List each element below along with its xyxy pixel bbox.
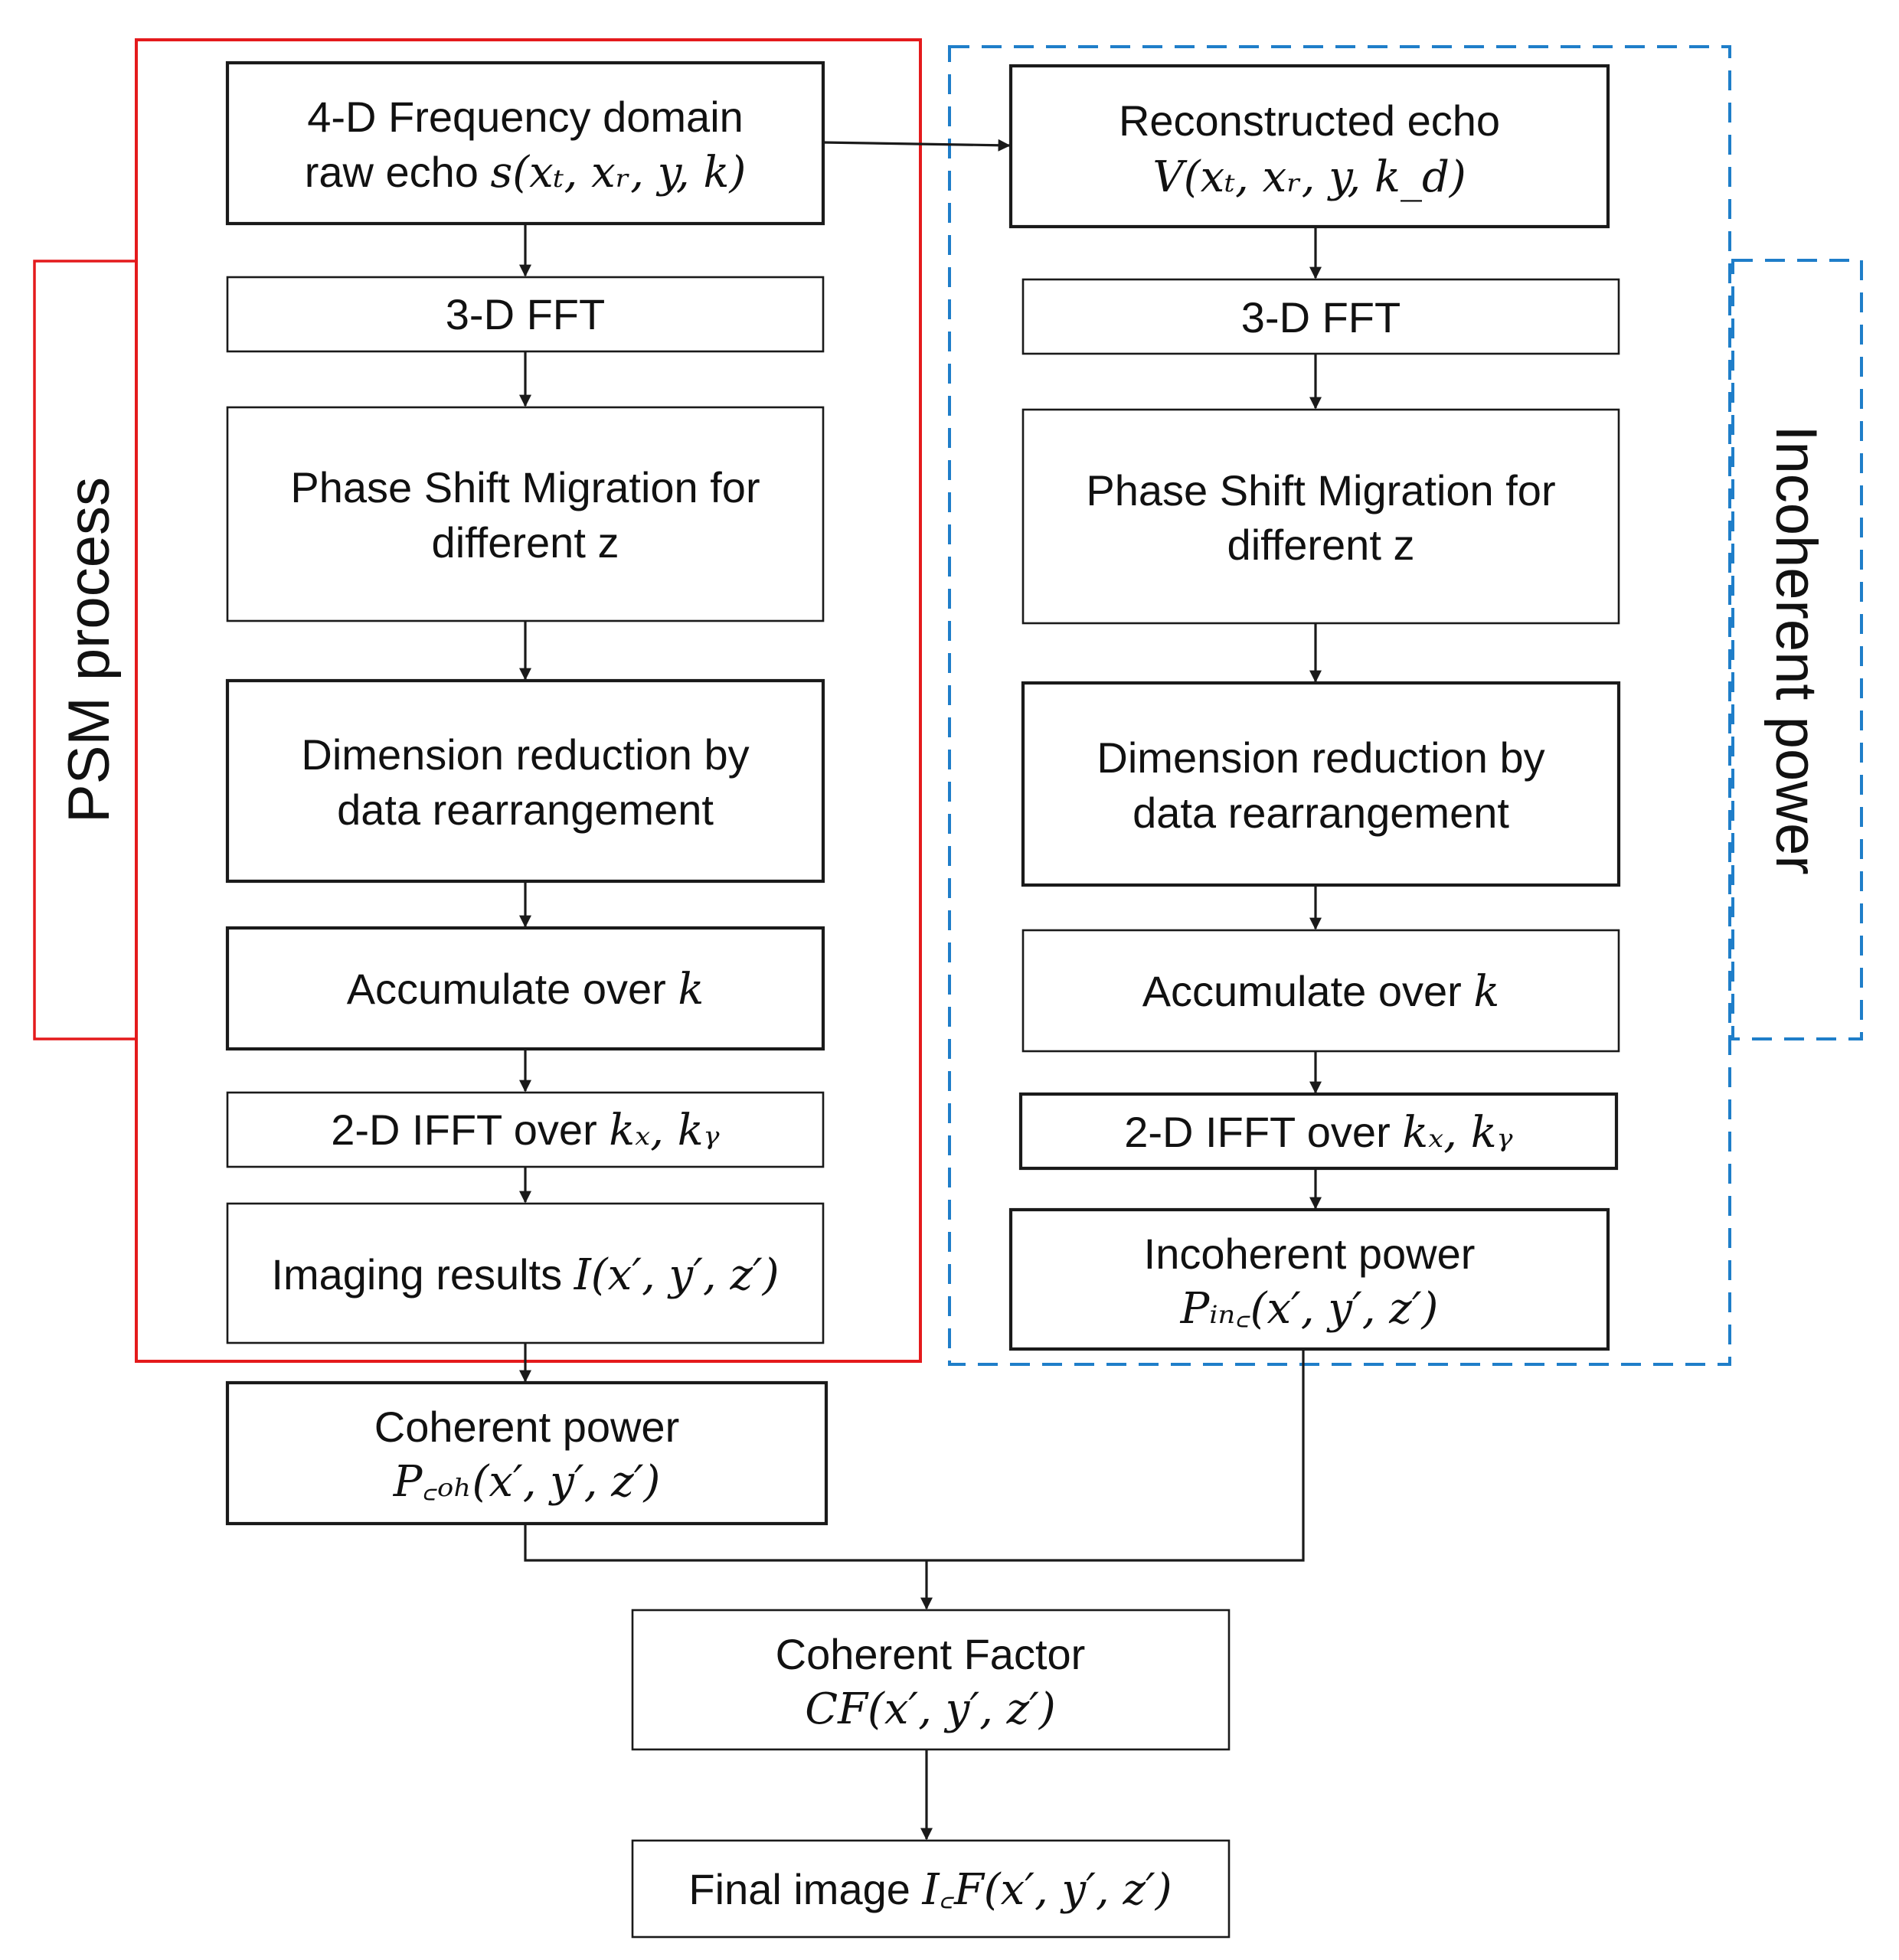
left-fft-label: 3-D FFT (446, 290, 605, 338)
right-reconstructed-math: V(xₜ, xᵣ, y, k_d) (1152, 152, 1466, 202)
svg-text:Accumulate over k: Accumulate over k (347, 965, 704, 1014)
left-imaging-node: Imaging results I(x′, y′, z′) (226, 1202, 825, 1344)
left-psm-line1: Phase Shift Migration for (290, 463, 760, 511)
right-ifft-text: 2-D IFFT over (1124, 1108, 1402, 1156)
right-ifft-math: kₓ, kᵧ (1402, 1108, 1512, 1158)
connector-coherent-power-to-merge (524, 1524, 927, 1562)
left-ifft-text: 2-D IFFT over (331, 1106, 609, 1154)
svg-text:Imaging results I(x′, y′, z′): Imaging results I(x′, y′, z′) (271, 1250, 779, 1300)
left-raw-echo-line2-text: raw echo (305, 148, 491, 196)
right-psm-line1: Phase Shift Migration for (1086, 466, 1555, 514)
right-ifft-node: 2-D IFFT over kₓ, kᵧ (1018, 1092, 1619, 1171)
incoherent-power-line1: Incoherent power (1144, 1230, 1476, 1278)
right-fft-node: 3-D FFT (1021, 278, 1620, 355)
left-dim-line2: data rearrangement (337, 786, 714, 834)
right-dim-node: Dimension reduction by data rearrangemen… (1021, 681, 1621, 887)
connector-incoherent-power-to-merge (927, 1349, 1305, 1562)
left-accumulate-text: Accumulate over (347, 965, 678, 1013)
right-psm-line2: different z (1227, 521, 1415, 569)
left-ifft-node: 2-D IFFT over kₓ, kᵧ (226, 1091, 825, 1168)
coherent-factor-node: Coherent Factor CF(x′, y′, z′) (631, 1609, 1231, 1751)
incoherent-power-node: Incoherent power Pᵢₙ꜀(x′, y′, z′) (1008, 1207, 1610, 1351)
left-dim-node: Dimension reduction by data rearrangemen… (225, 678, 825, 884)
right-reconstructed-node: Reconstructed echo V(xₜ, xᵣ, y, k_d) (1008, 64, 1610, 229)
coherent-power-line1: Coherent power (374, 1403, 679, 1451)
left-imaging-text: Imaging results (271, 1250, 574, 1298)
right-reconstructed-line1: Reconstructed echo (1119, 96, 1500, 145)
incoherent-power-bracket (1731, 259, 1863, 1040)
right-psm-node: Phase Shift Migration for different z (1021, 408, 1620, 625)
left-psm-node: Phase Shift Migration for different z (226, 406, 825, 622)
right-dim-line2: data rearrangement (1133, 789, 1509, 837)
right-accumulate-text: Accumulate over (1142, 967, 1474, 1015)
psm-process-bracket (33, 260, 138, 1040)
right-fft-label: 3-D FFT (1241, 293, 1401, 341)
final-image-math: I꜀F(x′, y′, z′) (921, 1865, 1172, 1915)
incoherent-power-math: Pᵢₙ꜀(x′, y′, z′) (1180, 1284, 1439, 1334)
psm-process-label: PSM process (57, 477, 122, 823)
svg-text:Final image I꜀F(x′, y′, z′): Final image I꜀F(x′, y′, z′) (688, 1865, 1172, 1915)
left-accumulate-math: k (678, 965, 704, 1014)
left-accumulate-node: Accumulate over k (225, 926, 825, 1051)
svg-text:raw echo s(xₜ, xᵣ, y, k): raw echo s(xₜ, xᵣ, y, k) (305, 148, 747, 198)
left-raw-echo-line1: 4-D Frequency domain (307, 93, 744, 141)
left-fft-node: 3-D FFT (226, 276, 825, 353)
right-accumulate-node: Accumulate over k (1021, 929, 1620, 1053)
right-accumulate-math: k (1473, 967, 1499, 1017)
left-ifft-math: kₓ, kᵧ (609, 1106, 719, 1155)
coherent-power-math: P꜀ₒₕ(x′, y′, z′) (393, 1457, 661, 1507)
svg-text:2-D IFFT over kₓ, kᵧ: 2-D IFFT over kₓ, kᵧ (1124, 1108, 1512, 1158)
svg-text:Accumulate over k: Accumulate over k (1142, 967, 1500, 1017)
coherent-factor-line1: Coherent Factor (776, 1630, 1086, 1678)
final-image-text: Final image (688, 1865, 922, 1913)
left-raw-echo-node: 4-D Frequency domain raw echo s(xₜ, xᵣ, … (225, 60, 825, 226)
incoherent-power-label: Incoherent power (1763, 425, 1829, 874)
svg-text:2-D IFFT over kₓ, kᵧ: 2-D IFFT over kₓ, kᵧ (331, 1106, 719, 1155)
left-psm-line2: different z (432, 518, 619, 567)
coherent-power-node: Coherent power P꜀ₒₕ(x′, y′, z′) (225, 1380, 829, 1526)
incoherent-power-frame (948, 45, 1731, 1366)
left-raw-echo-math: s(xₜ, xᵣ, y, k) (491, 148, 747, 198)
final-image-node: Final image I꜀F(x′, y′, z′) (631, 1839, 1231, 1939)
right-dim-line1: Dimension reduction by (1097, 733, 1544, 782)
incoherent-power-group: Incoherent power (948, 45, 1863, 1366)
arrow-raw-echo-to-reconstructed (822, 139, 1011, 152)
left-dim-line1: Dimension reduction by (301, 730, 749, 779)
coherent-factor-math: CF(x′, y′, z′) (805, 1684, 1055, 1734)
psm-process-group: PSM process (33, 38, 922, 1363)
left-imaging-math: I(x′, y′, z′) (574, 1250, 780, 1300)
